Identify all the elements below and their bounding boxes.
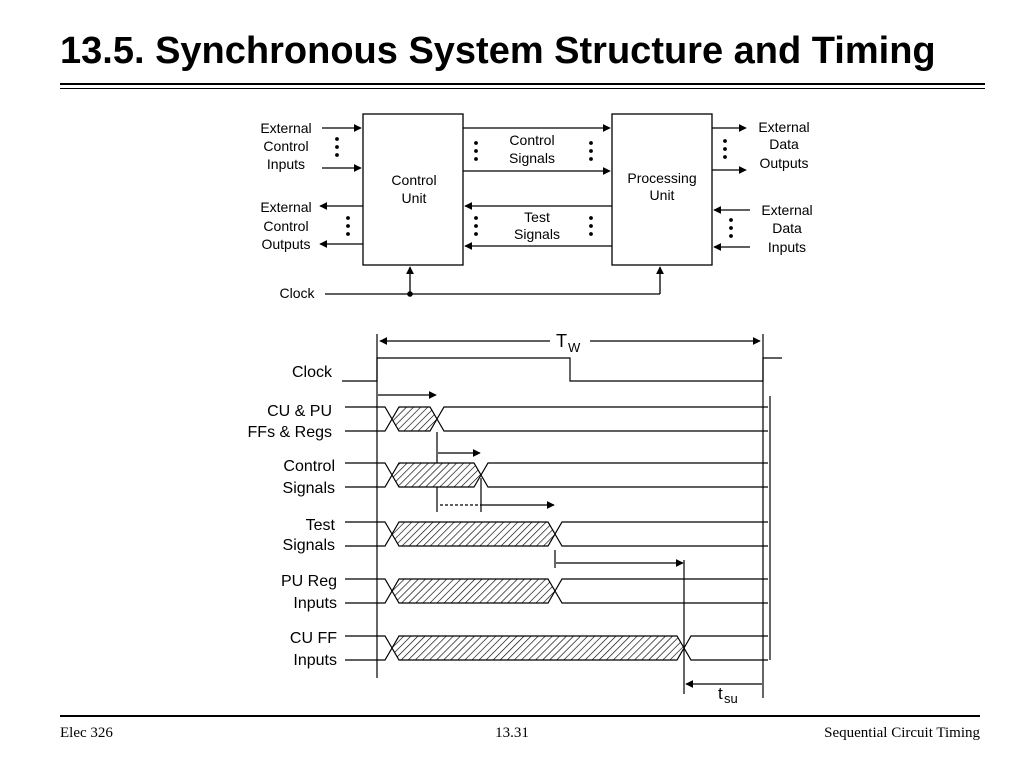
footer-topic: Sequential Circuit Timing <box>824 725 980 741</box>
control-waveform-start <box>345 462 393 488</box>
control-unit-box <box>362 113 464 266</box>
setup-label-sub: su <box>724 691 738 706</box>
processing-unit-label-1: Processing <box>627 170 696 186</box>
ellipses <box>335 137 733 238</box>
ext-data-outputs-label-1: External <box>758 119 809 135</box>
title-rule <box>60 83 985 85</box>
control-unit-label-1: Control <box>391 172 436 188</box>
pureg-transition <box>391 578 556 604</box>
ext-data-inputs-label-1: External <box>761 202 812 218</box>
footer-page-number: 13.31 <box>495 725 529 741</box>
test-transition <box>391 521 556 547</box>
ext-control-inputs-label-3: Inputs <box>267 156 305 172</box>
ext-control-inputs-label-1: External <box>260 120 311 136</box>
setup-label: t su <box>718 684 738 706</box>
signal-label-clock: Clock <box>292 364 333 381</box>
ext-data-inputs-label-3: Inputs <box>768 239 806 255</box>
signal-label-pureg-1: PU Reg <box>281 573 337 590</box>
signal-label-cuff-1: CU FF <box>290 630 337 647</box>
setup-label-main: t <box>718 684 723 703</box>
ext-data-outputs-label-3: Outputs <box>759 155 808 171</box>
ext-data-inputs-label-2: Data <box>772 220 802 236</box>
regs-waveform-start <box>345 406 393 432</box>
test-waveform-end <box>554 521 768 547</box>
clock-junction <box>407 291 413 297</box>
pureg-waveform-end <box>554 578 768 604</box>
signal-label-control-1: Control <box>283 458 335 475</box>
signal-label-regs-1: CU & PU <box>267 403 332 420</box>
test-signals-label-2: Signals <box>514 226 560 242</box>
cuff-waveform-start <box>345 635 393 661</box>
signal-label-test-1: Test <box>306 517 336 534</box>
control-signals-label-1: Control <box>509 132 554 148</box>
block-diagram <box>319 113 750 297</box>
ext-control-inputs-label-2: Control <box>263 138 308 154</box>
signal-label-regs-2: FFs & Regs <box>248 424 332 441</box>
signal-label-pureg-2: Inputs <box>293 595 337 612</box>
signal-label-control-2: Signals <box>283 480 335 497</box>
pureg-waveform-start <box>345 578 393 604</box>
footer-course: Elec 326 <box>60 725 113 741</box>
control-signals-label-2: Signals <box>509 150 555 166</box>
clock-label: Clock <box>279 285 315 301</box>
period-label-main: T <box>556 331 567 351</box>
ext-control-outputs-label-2: Control <box>263 218 308 234</box>
slide-title: 13.5. Synchronous System Structure and T… <box>60 30 936 72</box>
ext-data-outputs-label-2: Data <box>769 136 799 152</box>
test-waveform-start <box>345 521 393 547</box>
timing-diagram <box>342 334 782 698</box>
period-label: T W <box>553 329 585 355</box>
cuff-transition <box>391 635 685 661</box>
signal-label-test-2: Signals <box>283 537 335 554</box>
test-signals-label-1: Test <box>524 209 550 225</box>
cuff-waveform-end <box>683 635 768 661</box>
period-label-sub: W <box>568 340 581 355</box>
regs-waveform-end <box>436 406 768 432</box>
title-rule-thin <box>60 88 985 89</box>
footer-rule <box>60 715 980 717</box>
signal-label-cuff-2: Inputs <box>293 652 337 669</box>
control-transition <box>391 462 482 488</box>
regs-transition <box>391 406 438 432</box>
control-unit-label-2: Unit <box>402 190 427 206</box>
ext-control-outputs-label-1: External <box>260 199 311 215</box>
processing-unit-label-2: Unit <box>650 187 675 203</box>
processing-unit-box <box>611 113 713 266</box>
clock-waveform <box>342 357 782 382</box>
ext-control-outputs-label-3: Outputs <box>261 236 310 252</box>
control-waveform-end <box>480 462 768 488</box>
